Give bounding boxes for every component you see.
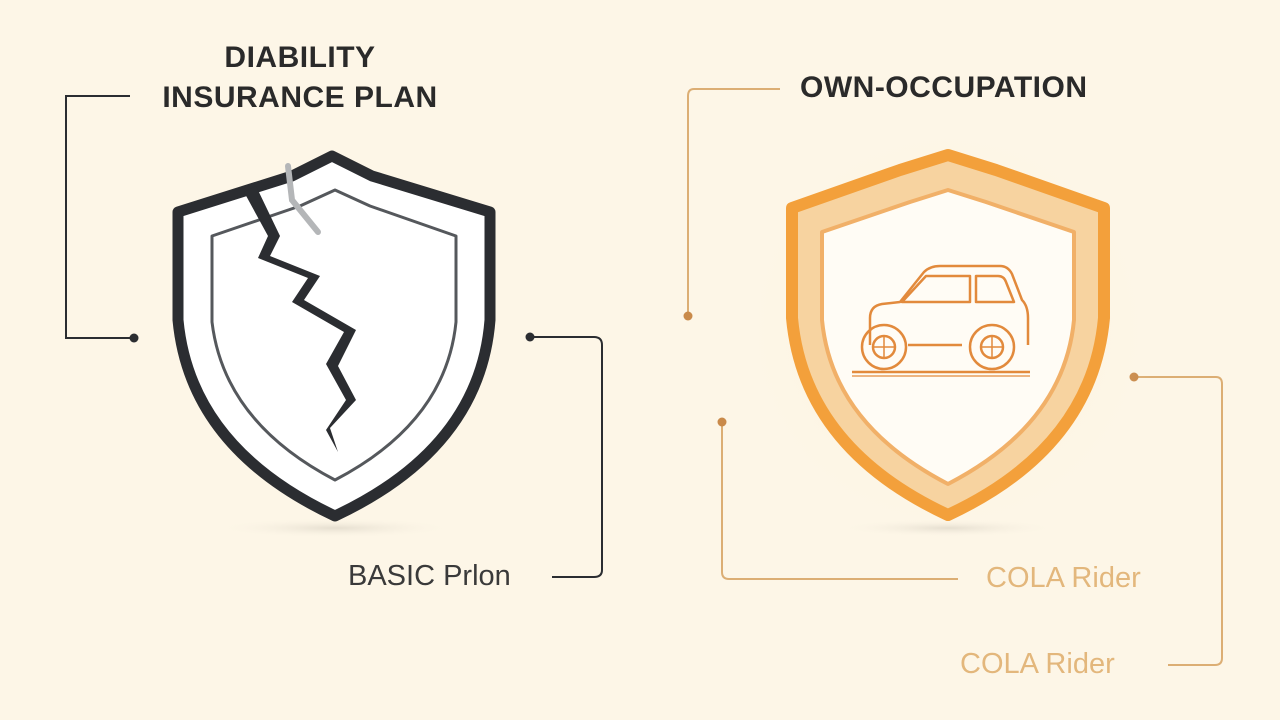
right-title-dot	[683, 311, 693, 321]
cola-rider-connector-1	[721, 424, 958, 580]
left-title: DIABILITY INSURANCE PLAN	[150, 38, 450, 118]
left-connector-dot	[129, 333, 139, 343]
cola-rider-connector-2	[1134, 376, 1223, 666]
cola-connector-dot-1	[717, 417, 727, 427]
car-icon	[852, 264, 1030, 377]
left-shield-shadow	[215, 518, 455, 538]
basic-plan-label: BASIC Prlon	[348, 560, 511, 592]
left-title-line-2: INSURANCE PLAN	[162, 81, 438, 114]
cracked-shield-icon	[172, 150, 496, 522]
left-title-connector	[65, 95, 132, 339]
car-shield-icon	[786, 149, 1110, 521]
cola-rider-label-1: COLA Rider	[986, 562, 1141, 594]
right-title-connector	[687, 88, 780, 314]
cola-rider-label-2: COLA Rider	[960, 648, 1115, 680]
right-title: OWN-OCCUPATION	[800, 71, 1088, 104]
left-title-line-1: DIABILITY	[224, 41, 376, 74]
basic-connector-dot	[525, 332, 535, 342]
basic-label-connector	[530, 336, 603, 578]
right-shield-shadow	[838, 519, 1058, 537]
